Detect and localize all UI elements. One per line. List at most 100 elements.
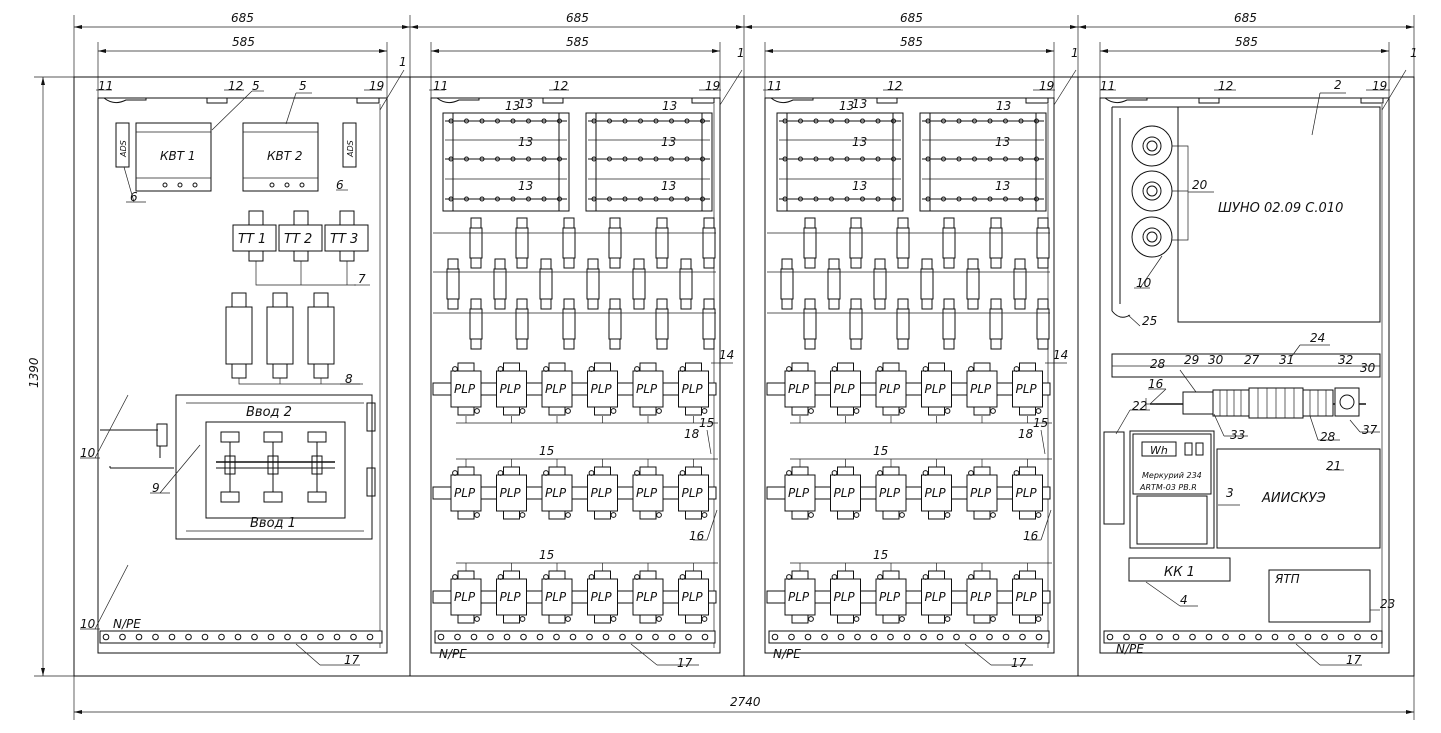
- terminal-screw: [829, 196, 834, 202]
- plp-label: PLP: [500, 590, 522, 604]
- plp-screw: [474, 408, 480, 414]
- plp-top: [837, 362, 854, 372]
- fuse-holder: [515, 308, 529, 340]
- fuse-clip: [563, 257, 575, 269]
- plp-screw: [474, 512, 480, 518]
- plp-bottom: [685, 406, 702, 416]
- plp-label: PLP: [879, 590, 901, 604]
- bus-hole: [1189, 633, 1196, 641]
- plp-screw: [588, 470, 595, 476]
- bus-hole: [437, 633, 445, 641]
- plp-label: PLP: [1016, 486, 1038, 500]
- plp-top: [594, 570, 611, 580]
- bus-hole: [668, 633, 676, 641]
- plp-label: PLP: [545, 486, 567, 500]
- switch-input-1: Ввод 1: [250, 516, 296, 531]
- callout: 13: [996, 99, 1011, 113]
- panel-input: ADS ADS КВТ 1 КВТ 2 ТТ 1 ТТ 2 ТТ 3: [80, 55, 407, 667]
- fuse-clip: [540, 298, 552, 310]
- terminal-block-inner: [786, 112, 894, 212]
- plp-bottom: [457, 406, 475, 416]
- plp-screw: [452, 574, 458, 580]
- callout: 33: [1230, 428, 1245, 442]
- plp-screw: [786, 574, 792, 580]
- npe-bus: [768, 630, 1050, 644]
- dim-inner-1: 585: [232, 35, 255, 49]
- terminal-screw: [987, 118, 993, 124]
- plp-screw: [1013, 574, 1020, 580]
- fuse-clip: [470, 338, 482, 350]
- plp-bottom: [791, 614, 809, 624]
- callout: 19: [1039, 79, 1054, 93]
- plp-bottom: [973, 406, 991, 416]
- fuse-clip: [609, 338, 621, 350]
- fuse-clip: [897, 257, 909, 269]
- fuse-holder: [515, 227, 529, 259]
- plp-device: [921, 474, 952, 512]
- terminal-screw: [844, 196, 850, 202]
- bus-hole: [1304, 633, 1312, 641]
- ads-relay-left: [115, 122, 130, 168]
- plp-device: [450, 578, 482, 616]
- callout: 18: [1018, 427, 1034, 441]
- callout: 10: [80, 446, 96, 460]
- fuse-clip: [609, 217, 621, 229]
- leader-line: [719, 69, 743, 106]
- plp-screw: [543, 574, 549, 580]
- terminal-screw: [684, 196, 690, 202]
- callout: 21: [1326, 459, 1341, 473]
- plp-screw: [656, 616, 662, 622]
- plp-top: [457, 570, 475, 580]
- terminal-screw: [495, 156, 500, 162]
- terminal-block-inner: [595, 112, 703, 212]
- terminal-block: [585, 112, 713, 212]
- callout: 30: [1360, 361, 1376, 375]
- plp-top: [791, 570, 809, 580]
- fuse-clip: [540, 258, 552, 270]
- plp-top: [639, 466, 657, 476]
- callout: 17: [677, 656, 693, 670]
- callout: 13: [852, 135, 867, 149]
- terminal-screw: [653, 156, 659, 162]
- plp-screw: [808, 408, 814, 414]
- bus-hole: [503, 633, 511, 641]
- callout: 15: [539, 444, 554, 458]
- terminal-screw: [782, 156, 788, 162]
- panel-metering: ШУНО 02.09 С.010: [1100, 46, 1418, 667]
- callout: 11: [433, 79, 448, 93]
- callout: 28: [1150, 357, 1166, 371]
- switch-input-2: Ввод 2: [246, 405, 292, 420]
- plp-screw: [786, 366, 792, 372]
- bus-hole: [536, 633, 544, 641]
- terminal-screw: [972, 196, 977, 202]
- plp-bottom: [639, 406, 657, 416]
- terminal-screw: [526, 118, 531, 124]
- terminal-screw: [925, 156, 931, 162]
- terminal-screw: [1034, 118, 1039, 124]
- fuse-clip: [804, 217, 816, 229]
- plp-screw: [1013, 366, 1020, 372]
- callout: 12: [1218, 79, 1233, 93]
- fuse-holder: [1036, 227, 1050, 259]
- plp-bottom: [457, 510, 475, 520]
- terminal-screw: [526, 196, 531, 202]
- callout: 25: [1142, 314, 1157, 328]
- plp-screw: [610, 616, 617, 622]
- plp-label: PLP: [454, 486, 476, 500]
- bus-hole: [251, 633, 258, 641]
- indicator-lamps: [1131, 125, 1189, 258]
- plp-label: PLP: [545, 590, 567, 604]
- plp-screw: [944, 616, 951, 622]
- plp-screw: [565, 512, 571, 518]
- plp-screw: [588, 366, 595, 372]
- plp-screw: [899, 408, 905, 414]
- plp-label: PLP: [682, 486, 704, 500]
- callout: 31: [1279, 353, 1294, 367]
- fuse-clip: [494, 258, 506, 270]
- plp-label: PLP: [591, 486, 613, 500]
- terminal-screw: [891, 156, 896, 162]
- fuse-clip: [587, 258, 599, 270]
- plp-screw: [701, 408, 708, 414]
- npe-label: N/PE: [773, 647, 801, 661]
- bus-hole: [1321, 633, 1328, 641]
